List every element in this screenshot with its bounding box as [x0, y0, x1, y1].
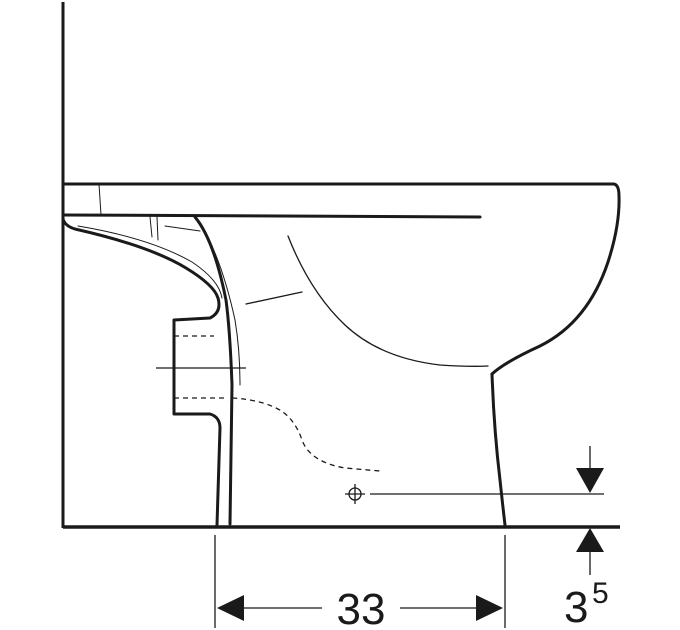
toilet-front-body	[490, 372, 507, 527]
height-dimension-superscript: 5	[592, 577, 609, 610]
height-dimension-label: 3	[564, 583, 588, 630]
width-dimension	[214, 535, 506, 628]
height-dimension-arrows	[576, 446, 604, 575]
toilet-rim	[61, 182, 621, 376]
width-dimension-label: 33	[337, 585, 386, 630]
toilet-bowl	[245, 235, 489, 367]
hidden-lines	[174, 335, 381, 472]
toilet-back-body	[61, 215, 241, 527]
outlet-center-mark	[345, 484, 365, 504]
